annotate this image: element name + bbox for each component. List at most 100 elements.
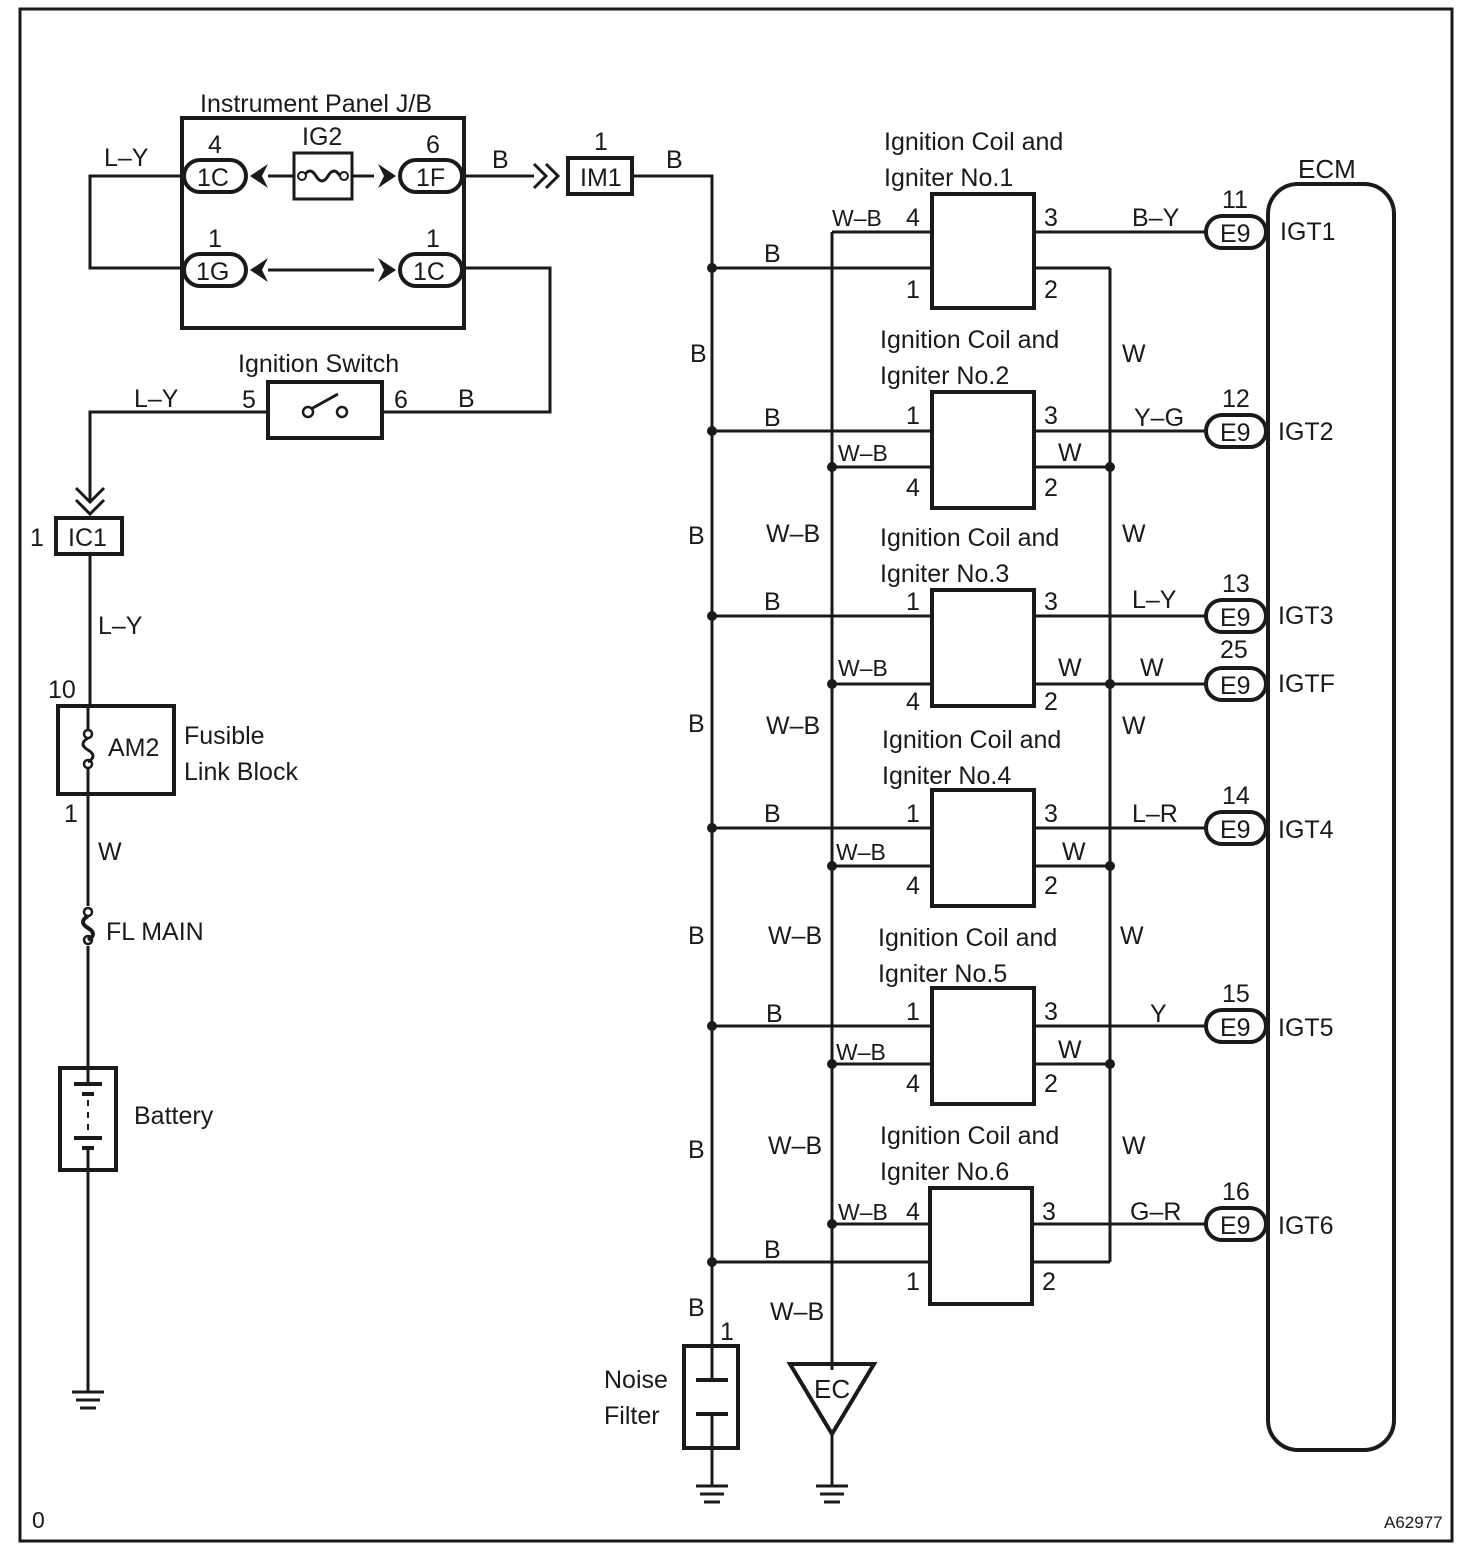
svg-text:Igniter No.3: Igniter No.3 xyxy=(880,560,1009,588)
svg-text:IM1: IM1 xyxy=(580,164,622,192)
svg-text:Igniter No.4: Igniter No.4 xyxy=(882,762,1011,790)
svg-text:4: 4 xyxy=(208,131,222,159)
conn-1c-bot xyxy=(398,252,464,288)
svg-text:10: 10 xyxy=(48,676,76,704)
svg-text:W: W xyxy=(1122,712,1146,740)
svg-text:W–B: W–B xyxy=(838,1199,888,1225)
svg-text:W: W xyxy=(1122,1132,1146,1160)
svg-text:14: 14 xyxy=(1222,782,1250,810)
svg-text:1G: 1G xyxy=(196,258,229,286)
svg-text:Igniter No.5: Igniter No.5 xyxy=(878,960,1007,988)
svg-text:B: B xyxy=(766,1000,783,1028)
svg-text:FL MAIN: FL MAIN xyxy=(106,918,204,946)
svg-text:5: 5 xyxy=(242,386,256,414)
instrument-panel-jb: Instrument Panel J/B IG2 1C 4 1F 6 1G 1 … xyxy=(180,90,466,330)
svg-text:W–B: W–B xyxy=(836,1039,886,1065)
jb-box xyxy=(180,116,466,330)
svg-text:W–B: W–B xyxy=(838,440,888,466)
svg-text:B: B xyxy=(764,588,781,616)
ig2-label: IG2 xyxy=(302,123,342,151)
ic1-connector xyxy=(54,516,124,556)
svg-text:L–Y: L–Y xyxy=(1132,586,1177,614)
svg-text:B: B xyxy=(688,1294,705,1322)
svg-text:B: B xyxy=(764,404,781,432)
svg-text:1: 1 xyxy=(426,225,440,253)
svg-text:3: 3 xyxy=(1044,204,1058,232)
svg-text:W: W xyxy=(1122,520,1146,548)
svg-text:2: 2 xyxy=(1042,1268,1056,1296)
svg-text:Ignition Coil and: Ignition Coil and xyxy=(884,128,1063,156)
svg-text:W: W xyxy=(1058,654,1082,682)
ignition-coil-2: Ignition Coil and Igniter No.2 B 1 W–B 4… xyxy=(707,326,1206,510)
svg-text:6: 6 xyxy=(394,386,408,414)
svg-text:Fusible: Fusible xyxy=(184,722,265,750)
svg-text:B: B xyxy=(690,340,707,368)
svg-text:Link Block: Link Block xyxy=(184,758,298,786)
svg-text:11: 11 xyxy=(1222,186,1248,214)
svg-text:IGT2: IGT2 xyxy=(1278,418,1334,446)
svg-text:3: 3 xyxy=(1044,402,1058,430)
svg-text:4: 4 xyxy=(906,872,920,900)
svg-text:B: B xyxy=(688,1136,705,1164)
svg-text:E9: E9 xyxy=(1220,604,1251,632)
svg-text:4: 4 xyxy=(906,1198,920,1226)
svg-text:Ignition Coil and: Ignition Coil and xyxy=(880,326,1059,354)
svg-text:IGT5: IGT5 xyxy=(1278,1014,1334,1042)
svg-text:2: 2 xyxy=(1044,1070,1058,1098)
svg-text:W–B: W–B xyxy=(832,205,882,231)
svg-text:B: B xyxy=(688,522,705,550)
svg-text:2: 2 xyxy=(1044,276,1058,304)
svg-text:4: 4 xyxy=(906,688,920,716)
svg-text:1: 1 xyxy=(906,402,920,430)
terminal-igt6 xyxy=(1204,1206,1268,1242)
svg-text:E9: E9 xyxy=(1220,220,1251,248)
svg-text:Igniter No.6: Igniter No.6 xyxy=(880,1158,1009,1186)
svg-text:1: 1 xyxy=(906,800,920,828)
svg-text:2: 2 xyxy=(1044,474,1058,502)
svg-text:1: 1 xyxy=(906,588,920,616)
svg-text:2: 2 xyxy=(1044,688,1058,716)
svg-text:W: W xyxy=(1122,340,1146,368)
svg-text:W–B: W–B xyxy=(768,1132,822,1160)
ec-ground-point: EC xyxy=(786,1362,878,1504)
svg-text:1: 1 xyxy=(906,276,920,304)
svg-text:3: 3 xyxy=(1042,1198,1056,1226)
svg-text:Igniter No.1: Igniter No.1 xyxy=(884,164,1013,192)
svg-text:Battery: Battery xyxy=(134,1102,214,1130)
svg-text:B: B xyxy=(688,710,705,738)
ignition-coil-1: Ignition Coil and Igniter No.1 W–B 4 B 1… xyxy=(707,128,1206,310)
svg-text:Ignition Coil and: Ignition Coil and xyxy=(878,924,1057,952)
svg-text:4: 4 xyxy=(906,204,920,232)
terminal-igt3 xyxy=(1204,598,1268,634)
terminal-igt1 xyxy=(1204,214,1268,250)
svg-text:Ignition Coil and: Ignition Coil and xyxy=(880,524,1059,552)
svg-text:E9: E9 xyxy=(1220,672,1251,700)
svg-text:B: B xyxy=(688,922,705,950)
ignition-coil-4: Ignition Coil and Igniter No.4 B 1 W–B 4… xyxy=(707,726,1206,908)
wire-w-left: W xyxy=(98,838,122,866)
svg-text:W–B: W–B xyxy=(768,922,822,950)
ignition-switch: Ignition Switch 5 6 xyxy=(238,350,408,440)
am2-label: AM2 xyxy=(108,734,159,762)
svg-text:25: 25 xyxy=(1220,636,1248,664)
svg-text:E9: E9 xyxy=(1220,419,1251,447)
svg-text:E9: E9 xyxy=(1220,1212,1251,1240)
svg-text:Ignition Coil and: Ignition Coil and xyxy=(882,726,1061,754)
wire-ly-ic1: L–Y xyxy=(98,612,143,640)
svg-text:1: 1 xyxy=(30,524,44,552)
svg-text:EC: EC xyxy=(814,1374,850,1404)
svg-text:B: B xyxy=(764,800,781,828)
svg-text:16: 16 xyxy=(1222,1178,1250,1206)
svg-text:IGT6: IGT6 xyxy=(1278,1212,1334,1240)
svg-text:1: 1 xyxy=(906,998,920,1026)
svg-text:1: 1 xyxy=(720,1318,734,1346)
svg-text:W–B: W–B xyxy=(766,712,820,740)
wire-b-ign: B xyxy=(458,385,475,413)
svg-text:4: 4 xyxy=(906,474,920,502)
svg-text:Filter: Filter xyxy=(604,1402,660,1430)
svg-text:IGTF: IGTF xyxy=(1278,670,1335,698)
svg-text:G–R: G–R xyxy=(1130,1198,1181,1226)
svg-text:Y: Y xyxy=(1150,1000,1167,1028)
svg-text:Y–G: Y–G xyxy=(1134,404,1184,432)
